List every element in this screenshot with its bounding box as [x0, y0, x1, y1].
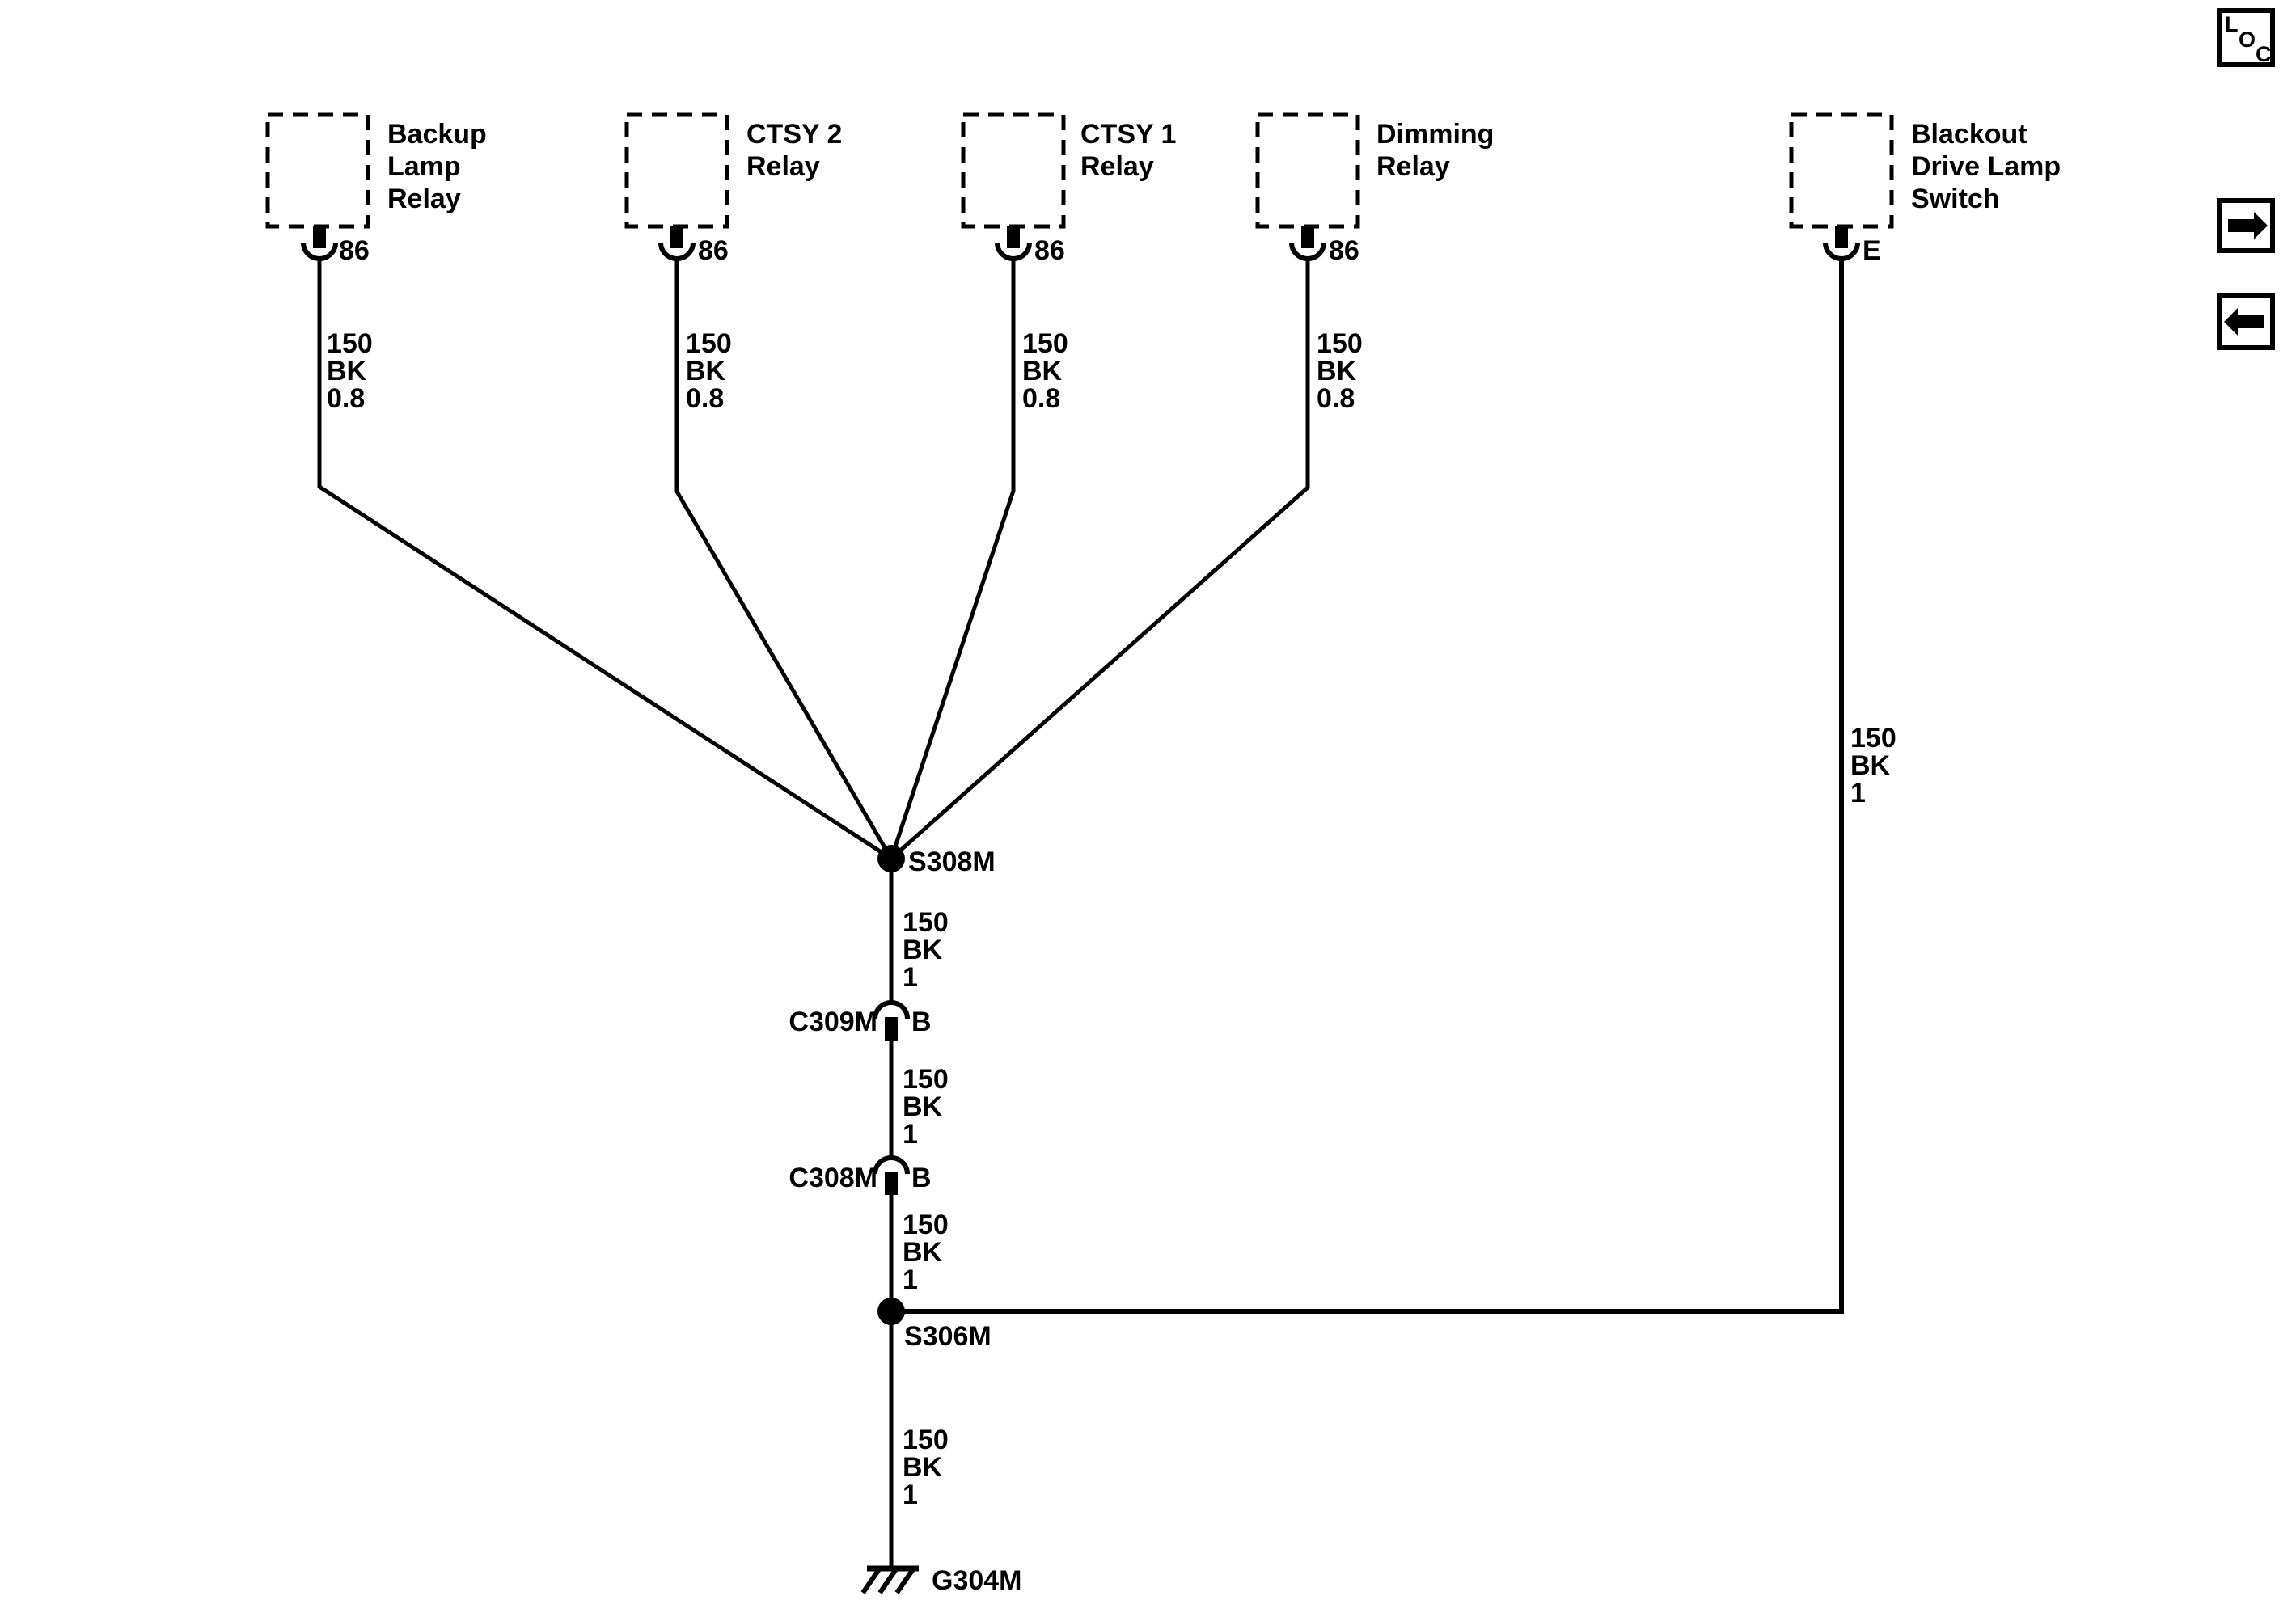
terminal-symbol-blackout-drive-lamp-switch: [1823, 226, 1860, 261]
loc-letter-c: C: [2256, 42, 2272, 66]
terminal-label-blackout-drive-lamp-switch: E: [1863, 235, 1881, 266]
wire-blackout-drive-lamp-switch-to-s306m: [891, 259, 1844, 1314]
wire-backup-lamp-relay-to-s308m: [317, 259, 893, 861]
wire-label-ctsy-1-relay: 150 BK 0.8: [1022, 328, 1068, 414]
terminal-cup-icon: [1823, 242, 1860, 261]
ground-symbol-g304m: [860, 1565, 919, 1594]
terminal-pin-icon: [1301, 226, 1314, 248]
component-label-blackout-drive-lamp-switch: Blackout Drive Lamp Switch: [1911, 119, 2061, 214]
component-label-backup-lamp-relay: Backup Lamp Relay: [387, 119, 487, 214]
terminal-cup-icon: [658, 242, 696, 261]
inline-connector-symbol-c308m: [873, 1155, 910, 1195]
connector-pin-icon: [885, 1017, 898, 1041]
component-box-ctsy-1-relay: [961, 112, 1066, 229]
ground-slash-icon: [894, 1565, 917, 1594]
trunk-wire-label-1: 150 BK 1: [903, 907, 949, 993]
splice-dot-s306m: [877, 1298, 905, 1325]
connector-label-c309m: C309M: [789, 1007, 877, 1037]
terminal-symbol-dimming-relay: [1289, 226, 1326, 261]
terminal-cup-icon: [995, 242, 1032, 261]
component-label-dimming-relay: Dimming Relay: [1376, 119, 1495, 182]
terminal-symbol-ctsy-2-relay: [658, 226, 696, 261]
terminal-pin-icon: [313, 226, 326, 248]
previous-page-button[interactable]: [2217, 293, 2275, 350]
wire-dimming-relay-to-s308m: [890, 259, 1310, 860]
splice-dot-s308m: [877, 845, 905, 872]
right-arrow-icon: [2228, 212, 2268, 239]
connector-pin-icon: [885, 1172, 898, 1195]
loc-letter-l: L: [2225, 12, 2239, 36]
component-box-backup-lamp-relay: [265, 112, 370, 229]
wire-ctsy-1-relay-to-s308m: [889, 259, 1016, 859]
ground-slash-icon: [860, 1565, 883, 1594]
wire-ctsy-2-relay-to-s308m: [674, 259, 894, 860]
left-arrow-icon: [2224, 308, 2264, 336]
component-label-ctsy-2-relay: CTSY 2 Relay: [746, 119, 843, 182]
component-box-blackout-drive-lamp-switch: [1789, 112, 1894, 229]
terminal-label-ctsy-1-relay: 86: [1034, 235, 1065, 266]
inline-connector-symbol-c309m: [873, 1000, 910, 1041]
connector-terminal-label-c309m: B: [911, 1007, 932, 1037]
component-box-ctsy-2-relay: [624, 112, 729, 229]
trunk-wire-label-4: 150 BK 1: [903, 1425, 949, 1510]
connector-label-c308m: C308M: [789, 1163, 877, 1193]
trunk-wire-label-2: 150 BK 1: [903, 1064, 949, 1150]
terminal-symbol-backup-lamp-relay: [301, 226, 338, 261]
terminal-symbol-ctsy-1-relay: [995, 226, 1032, 261]
terminal-pin-icon: [1007, 226, 1020, 248]
terminal-label-ctsy-2-relay: 86: [698, 235, 729, 266]
connector-cup-icon: [873, 1155, 910, 1175]
splice-label-s306m: S306M: [904, 1321, 992, 1352]
loc-button[interactable]: L O C: [2217, 8, 2275, 67]
connector-terminal-label-c308m: B: [911, 1163, 932, 1193]
trunk-wire-label-3: 150 BK 1: [903, 1210, 949, 1295]
component-label-ctsy-1-relay: CTSY 1 Relay: [1080, 119, 1177, 182]
ground-slash-icon: [877, 1565, 900, 1594]
loc-letter-o: O: [2239, 27, 2256, 52]
ground-label-g304m: G304M: [932, 1565, 1022, 1596]
terminal-cup-icon: [301, 242, 338, 261]
wire-label-blackout-drive-lamp-switch: 150 BK 1: [1850, 723, 1896, 808]
terminal-cup-icon: [1289, 242, 1326, 261]
wire-label-dimming-relay: 150 BK 0.8: [1317, 328, 1363, 414]
connector-cup-icon: [873, 1000, 910, 1020]
next-page-button[interactable]: [2217, 198, 2275, 253]
terminal-label-backup-lamp-relay: 86: [339, 235, 370, 266]
component-box-dimming-relay: [1255, 112, 1360, 229]
splice-label-s308m: S308M: [908, 846, 996, 877]
terminal-pin-icon: [670, 226, 683, 248]
terminal-label-dimming-relay: 86: [1329, 235, 1359, 266]
wire-label-backup-lamp-relay: 150 BK 0.8: [327, 328, 373, 414]
terminal-pin-icon: [1835, 226, 1848, 248]
wire-label-ctsy-2-relay: 150 BK 0.8: [686, 328, 732, 414]
